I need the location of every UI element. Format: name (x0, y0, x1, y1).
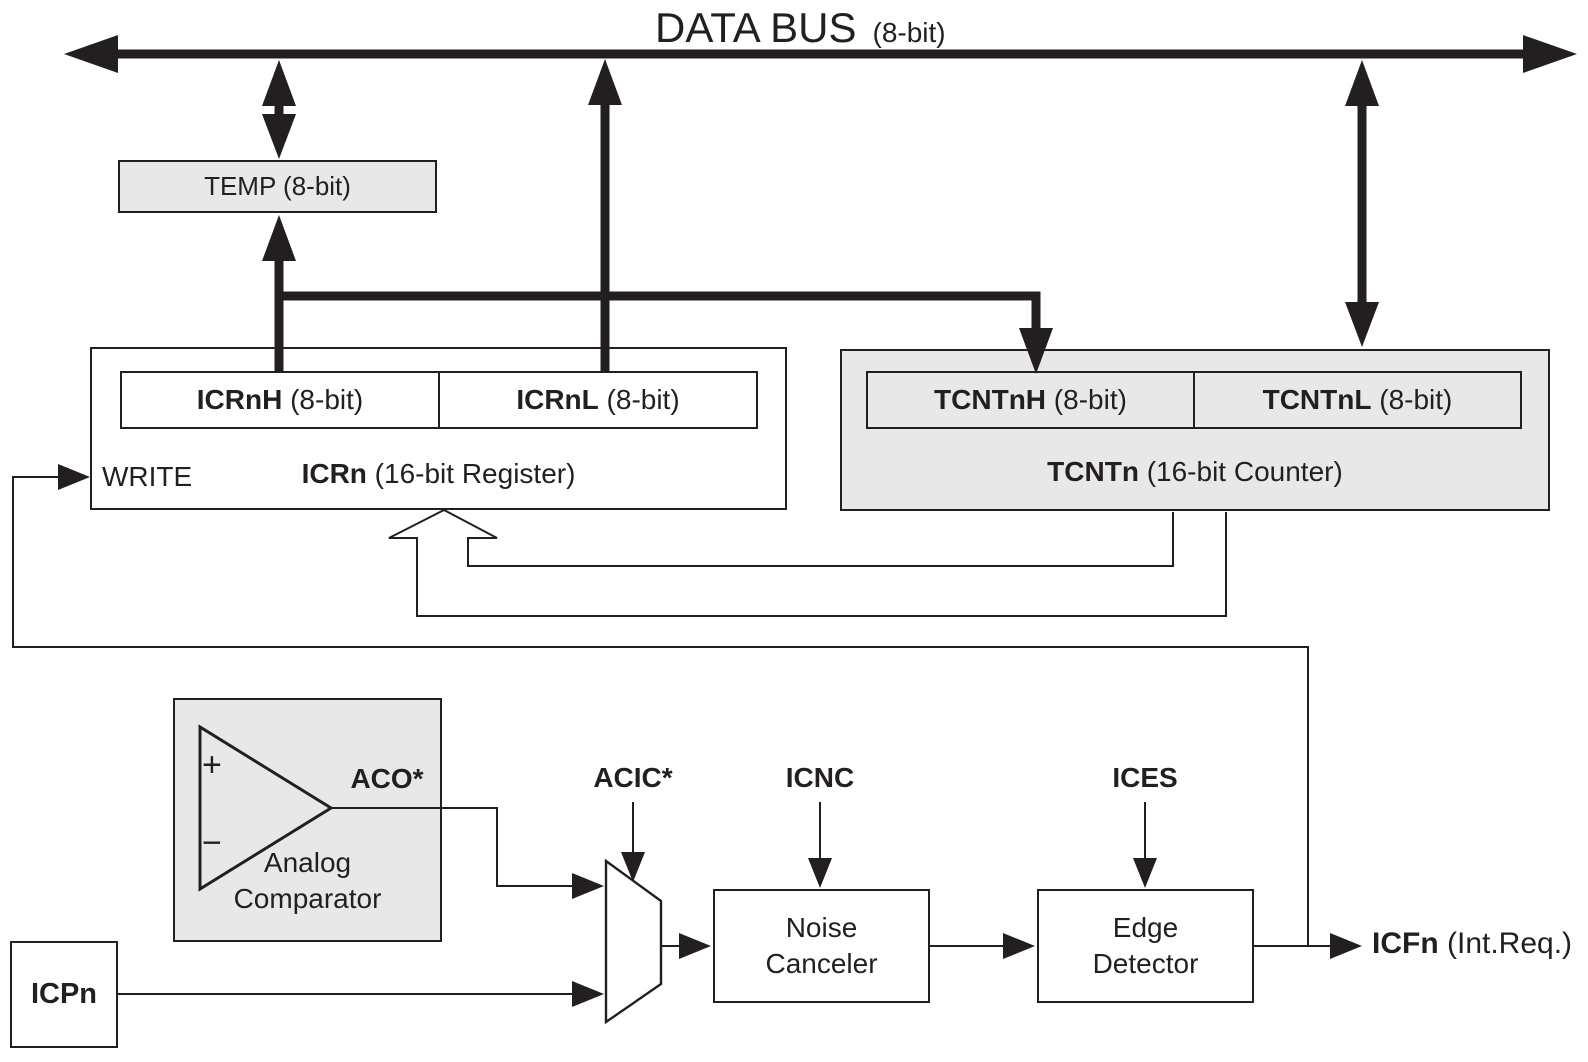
tcnt-byte-registers: TCNTnH (8-bit) TCNTnL (8-bit) (866, 371, 1522, 429)
tcntl-size: (8-bit) (1371, 384, 1453, 415)
ices-label: ICES (1112, 762, 1178, 793)
mux-to-noise-canceler-wire (661, 933, 711, 959)
icrh-size: (8-bit) (282, 384, 364, 415)
analog-comparator-label-line2: Comparator (233, 883, 382, 914)
noise-canceler-line2: Canceler (765, 948, 878, 979)
edge-detector-box: Edge Detector (1037, 889, 1254, 1003)
icrl-name: ICRnL (516, 384, 599, 415)
acic-label: ACIC* (593, 762, 673, 793)
analog-comparator-label-line1: Analog (263, 847, 352, 878)
noise-canceler-line1: Noise (785, 912, 858, 943)
bus-right-arrowhead (1523, 35, 1577, 73)
icrl-cell: ICRnL (8-bit) (438, 373, 756, 427)
tcnt-caption-name: TCNTn (1047, 456, 1139, 487)
noise-canceler-box: Noise Canceler (713, 889, 930, 1003)
icr-byte-registers: ICRnH (8-bit) ICRnL (8-bit) (120, 371, 758, 429)
bus-temp-double-arrow (262, 60, 296, 159)
icr-caption-name: ICRn (301, 458, 367, 489)
temp-register-label: TEMP (8-bit) (204, 171, 351, 201)
acic-control-arrow (621, 802, 645, 882)
edge-detector-line2: Detector (1092, 948, 1199, 979)
analog-comparator-label: Analog Comparator (173, 845, 442, 917)
noise-canceler-to-edge-detector-wire (930, 933, 1035, 959)
bus-tcnt-double-arrow (1345, 60, 1379, 347)
write-arrowhead (58, 464, 90, 490)
icf-output-desc: (Int.Req.) (1438, 927, 1573, 960)
aco-output-label: ACO* (350, 763, 424, 794)
comparator-plus-sign: + (202, 746, 222, 784)
icr-caption-desc: (16-bit Register) (366, 458, 576, 489)
tcnth-name: TCNTnH (934, 384, 1047, 415)
icp-input-box: ICPn (10, 941, 118, 1048)
edge-detector-to-icf-wire (1254, 933, 1362, 959)
icnc-control-arrow (808, 802, 832, 888)
icf-output-name: ICFn (1372, 927, 1439, 960)
icrl-bus-arrow (588, 59, 622, 371)
icr-caption: ICRn (16-bit Register) (90, 458, 787, 490)
source-mux (604, 858, 663, 1025)
temp-register-box: TEMP (8-bit) (118, 160, 437, 213)
data-bus-title: DATA BUS (8-bit) (655, 4, 946, 52)
bus-left-arrowhead (64, 35, 118, 73)
icrl-size: (8-bit) (598, 384, 680, 415)
tcnth-cell: TCNTnH (8-bit) (868, 373, 1193, 427)
data-bus-title-main: DATA BUS (655, 4, 857, 51)
edge-detector-line1: Edge (1112, 912, 1179, 943)
tcntl-cell: TCNTnL (8-bit) (1193, 373, 1520, 427)
icp-to-mux-wire (118, 981, 604, 1007)
tcnth-size: (8-bit) (1046, 384, 1127, 415)
tcnt-caption-desc: (16-bit Counter) (1138, 456, 1343, 487)
tcnt-icr-transfer-arrow (388, 509, 1227, 617)
tcntl-name: TCNTnL (1262, 384, 1372, 415)
tcnt-caption: TCNTn (16-bit Counter) (840, 456, 1550, 488)
icp-input-label: ICPn (30, 978, 98, 1010)
icrh-name: ICRnH (196, 384, 283, 415)
ices-control-arrow (1133, 802, 1157, 888)
data-bus-title-note: (8-bit) (872, 17, 946, 48)
icf-output-label: ICFn (Int.Req.) (1372, 927, 1572, 961)
icrh-cell: ICRnH (8-bit) (122, 373, 438, 427)
icnc-label: ICNC (785, 762, 855, 793)
